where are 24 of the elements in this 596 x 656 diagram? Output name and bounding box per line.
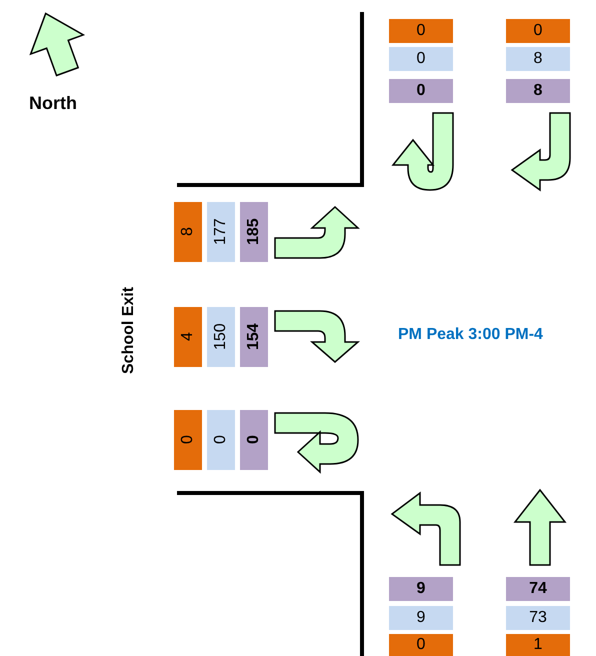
traffic-count: 0	[174, 410, 202, 470]
traffic-count: 9	[389, 606, 453, 630]
traffic-count: 0	[506, 19, 570, 43]
traffic-count: 0	[389, 79, 453, 103]
traffic-count: 1	[506, 634, 570, 656]
traffic-count: 0	[389, 47, 453, 71]
traffic-count: 74	[506, 577, 570, 601]
traffic-count: 73	[506, 606, 570, 630]
period-title: PM Peak 3:00 PM-4	[398, 325, 544, 345]
traffic-count: 0	[389, 19, 453, 43]
traffic-count: 154	[240, 307, 268, 367]
traffic-count: 185	[240, 202, 268, 262]
traffic-count: 4	[174, 307, 202, 367]
traffic-count: 8	[174, 202, 202, 262]
traffic-count: 0	[240, 410, 268, 470]
traffic-count: 0	[389, 634, 453, 656]
traffic-count: 150	[207, 307, 235, 367]
traffic-count: 9	[389, 577, 453, 601]
north-label: North	[28, 92, 78, 114]
traffic-count: 8	[506, 47, 570, 71]
traffic-count: 177	[207, 202, 235, 262]
traffic-count: 8	[506, 79, 570, 103]
traffic-count: 0	[207, 410, 235, 470]
street-name: School Exit	[119, 285, 138, 376]
